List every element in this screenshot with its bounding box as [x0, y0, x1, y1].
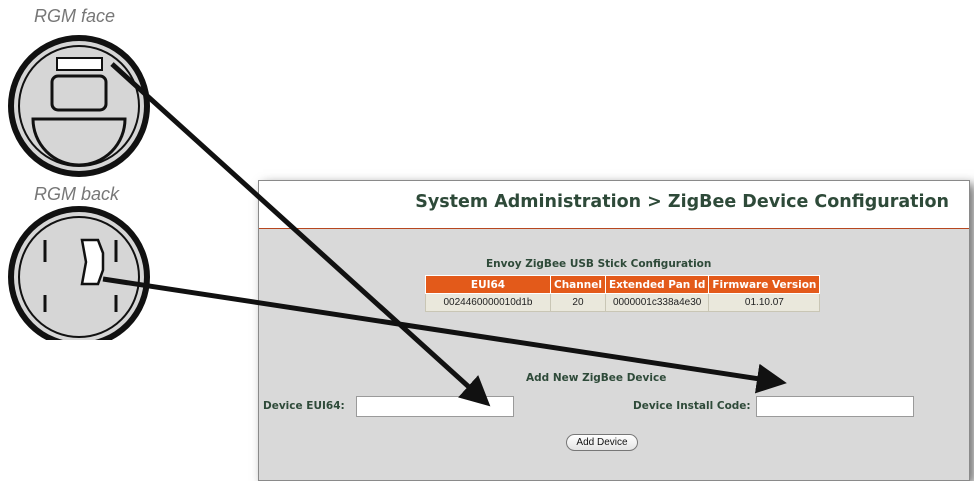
column-header-firmware-version: Firmware Version	[708, 275, 821, 294]
rgm-face-caption: RGM face	[34, 6, 116, 26]
device-eui64-input[interactable]	[356, 396, 514, 417]
device-install-code-label: Device Install Code:	[633, 400, 751, 412]
cell-channel: 20	[550, 293, 606, 312]
stick-config-title: Envoy ZigBee USB Stick Configuration	[486, 258, 712, 270]
cell-firmware-version: 01.10.07	[708, 293, 821, 312]
page-header: System Administration > ZigBee Device Co…	[259, 181, 969, 229]
rgm-back-caption: RGM back	[34, 184, 120, 204]
device-install-code-input[interactable]	[756, 396, 914, 417]
rgm-back-icon	[8, 206, 150, 340]
add-device-button[interactable]: Add Device	[566, 434, 638, 451]
device-eui64-label: Device EUI64:	[263, 400, 345, 412]
cell-eui64: 0024460000010d1b	[425, 293, 551, 312]
rgm-illustrations	[8, 35, 150, 340]
table-header-row: EUI64 Channel Extended Pan Id Firmware V…	[425, 275, 821, 294]
rgm-face-icon	[8, 35, 150, 177]
stick-config-table: EUI64 Channel Extended Pan Id Firmware V…	[425, 275, 821, 312]
column-header-eui64: EUI64	[425, 275, 551, 294]
page-title: System Administration > ZigBee Device Co…	[415, 192, 949, 212]
add-device-title: Add New ZigBee Device	[526, 372, 667, 384]
device-config-page: System Administration > ZigBee Device Co…	[258, 180, 970, 481]
table-row: 0024460000010d1b 20 0000001c338a4e30 01.…	[425, 293, 821, 312]
page-body: Envoy ZigBee USB Stick Configuration EUI…	[259, 229, 969, 480]
cell-extended-pan-id: 0000001c338a4e30	[604, 293, 710, 312]
column-header-channel: Channel	[550, 275, 606, 294]
column-header-extended-pan-id: Extended Pan Id	[604, 275, 710, 294]
